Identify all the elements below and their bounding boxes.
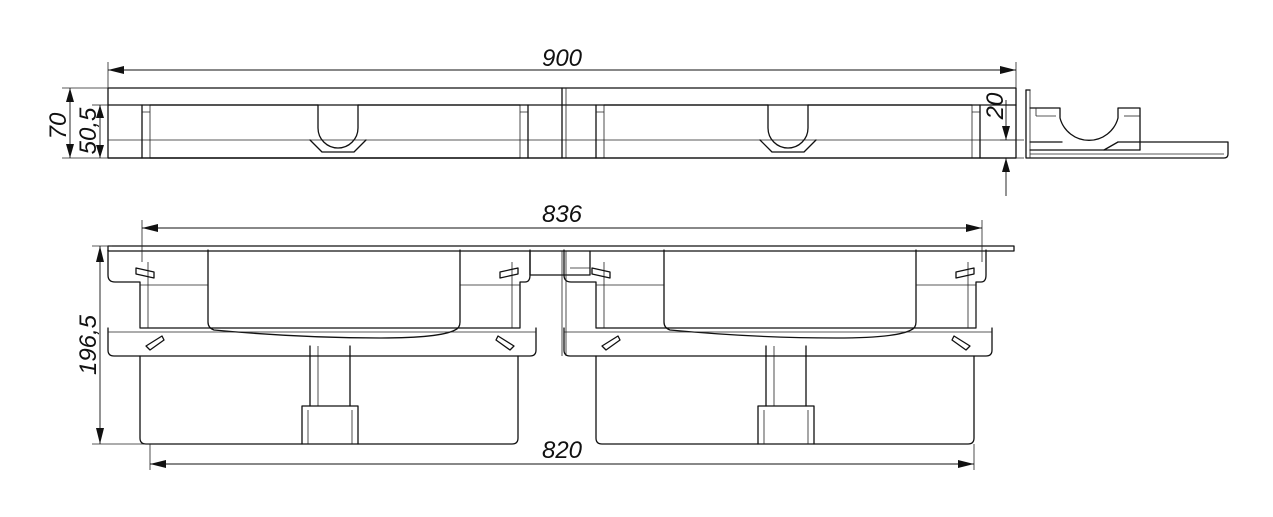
dimension-196-5: 196,5 [75, 245, 150, 445]
side-view [1025, 89, 1229, 159]
dimension-label-900: 900 [542, 45, 583, 72]
dimension-label-836: 836 [542, 201, 583, 228]
dimension-label-50-5: 50,5 [75, 107, 102, 154]
dimension-label-70: 70 [45, 112, 72, 139]
dimension-900: 900 [107, 45, 1017, 88]
dimension-820: 820 [149, 437, 975, 470]
dimension-836: 836 [141, 201, 983, 262]
dimension-label-20: 20 [982, 92, 1009, 120]
dimension-label-196-5: 196,5 [75, 314, 102, 375]
dimension-20: 20 [982, 92, 1024, 196]
front-view [107, 87, 1017, 159]
dimension-label-820: 820 [542, 437, 583, 464]
dimension-height-front: 70 50,5 [45, 87, 108, 159]
plan-view [107, 245, 1015, 445]
